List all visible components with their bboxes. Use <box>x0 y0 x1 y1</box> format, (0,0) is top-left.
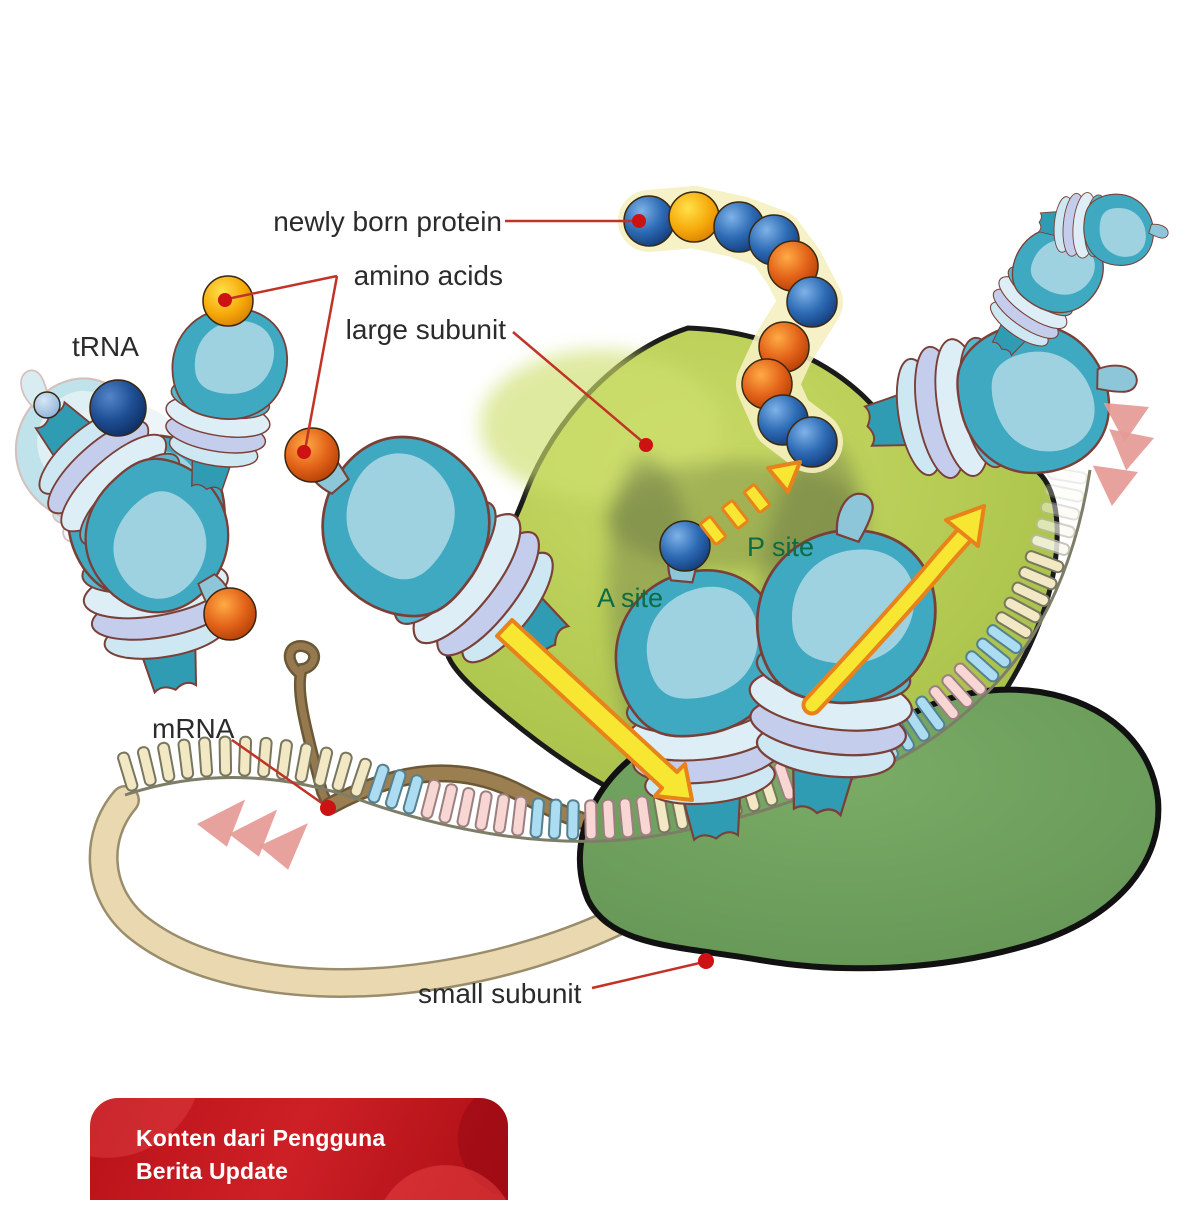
newly-born-protein-chain <box>618 186 843 473</box>
pink-arrow-left <box>197 799 246 847</box>
mrna-tooth <box>1018 566 1058 591</box>
mrna-tooth <box>349 757 372 798</box>
pink-arrow-left <box>229 809 278 857</box>
mrna-tooth <box>218 735 233 777</box>
mrna-tooth <box>367 763 390 804</box>
protein-residue-blue <box>786 416 838 468</box>
mrna-tooth <box>157 741 176 783</box>
translocation-arrow <box>801 504 986 716</box>
mrna-tooth <box>986 624 1023 655</box>
mrna-tooth <box>566 799 580 841</box>
mrna-tooth <box>941 674 974 709</box>
diagram-labels: newly born protein amino acids large sub… <box>72 206 814 1009</box>
mrna-tooth <box>601 798 617 840</box>
label-amino-acids: amino acids <box>354 260 503 291</box>
pink-arrow-right <box>1109 429 1154 471</box>
pink-arrow-right <box>1092 465 1138 506</box>
protein-residue-blue <box>786 276 838 328</box>
mrna-tooth <box>915 695 946 732</box>
label-p-site: P site <box>747 532 814 562</box>
mrna-tooth <box>1003 596 1042 624</box>
mrna-tooth <box>294 742 314 784</box>
mrna-tooth <box>177 738 195 780</box>
mrna-tooth <box>384 769 407 810</box>
mrna-tooth <box>456 787 476 828</box>
mrna-tooth <box>1024 550 1065 574</box>
motion-arrows <box>197 402 1154 870</box>
mrna-tooth <box>136 746 157 787</box>
mrna-tooth <box>238 735 253 777</box>
banner-line2: Berita Update <box>136 1158 289 1184</box>
mrna-tooth <box>1039 500 1081 521</box>
mrna-tooth <box>965 650 1000 683</box>
banner-line1: Konten dari Pengguna <box>136 1125 386 1151</box>
mrna-tooth <box>198 736 214 778</box>
content-attribution-banner[interactable]: Konten dari Pengguna Berita Update <box>90 1098 508 1200</box>
mrna-tooth <box>275 739 293 781</box>
mrna-tooth <box>995 611 1033 640</box>
mrna-tooth <box>492 793 511 835</box>
amino-acid-orange <box>284 427 340 483</box>
mrna-tooth <box>953 662 987 696</box>
mrna-tooth <box>529 797 545 839</box>
mrna-tooth <box>331 751 353 792</box>
leader-lines <box>226 219 705 990</box>
mrna-tooth <box>511 795 528 837</box>
label-trna: tRNA <box>72 331 139 362</box>
mrna-tooth <box>547 798 563 840</box>
entry-arrow <box>495 618 694 802</box>
mrna-tooth <box>474 790 493 832</box>
label-large-subunit: large subunit <box>346 314 507 345</box>
mrna-tooth <box>1043 483 1085 503</box>
amino-acid-orange <box>203 587 257 641</box>
mrna-tooth <box>1011 581 1050 607</box>
mrna-tooth <box>402 774 424 815</box>
amino-acid-darkblue <box>89 379 147 437</box>
label-a-site: A site <box>597 583 663 613</box>
label-small-subunit: small subunit <box>418 978 582 1009</box>
label-newly-born-protein: newly born protein <box>273 206 502 237</box>
mrna-tooth <box>420 778 441 820</box>
mrna-ribbon <box>88 785 643 998</box>
protein-residue-yellow <box>668 191 720 243</box>
mrna-tooth <box>117 751 139 792</box>
mrna-tooth <box>313 746 334 788</box>
mrna-tooth <box>438 783 458 824</box>
pink-arrow-left <box>259 823 308 870</box>
pink-arrow-right <box>1103 402 1149 443</box>
amino-acid-blue <box>659 520 711 572</box>
amino-acid-paleblue <box>33 391 61 419</box>
mrna-tooth <box>1030 533 1071 556</box>
mrna-tooth <box>928 685 960 721</box>
leader-dots <box>218 214 714 969</box>
p-site-arrow <box>699 460 802 546</box>
mrna-tooth <box>618 797 635 839</box>
mrna-tooth <box>1035 517 1076 539</box>
mrna-tooth <box>976 637 1012 669</box>
label-mrna: mRNA <box>152 713 235 744</box>
mrna-tooth <box>257 736 273 778</box>
mrna-tooth <box>584 799 598 841</box>
mrna-tooth <box>635 795 653 837</box>
amino-acid-spheres <box>33 275 711 641</box>
